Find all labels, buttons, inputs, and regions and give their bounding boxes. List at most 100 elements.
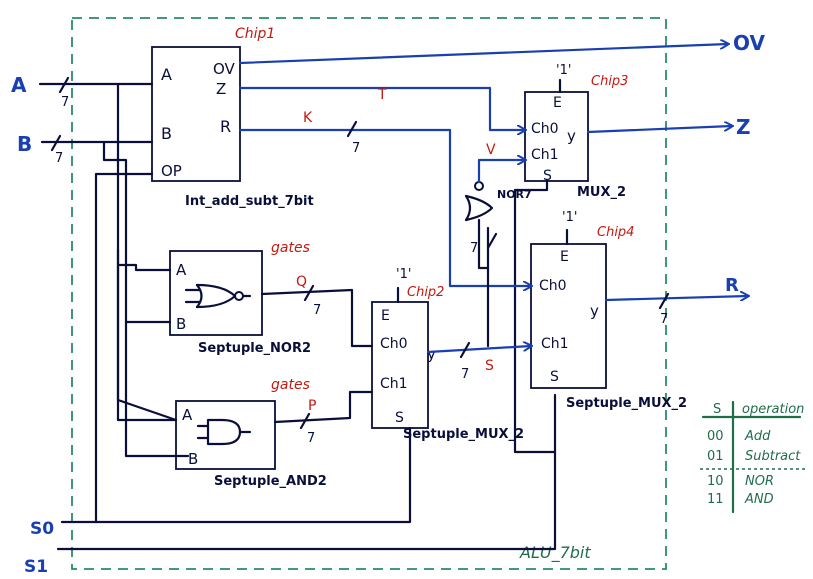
mux-r-name: Septuple_MUX_2	[566, 396, 687, 411]
signal-k: K	[303, 110, 313, 126]
bus-width-s: 7	[461, 367, 469, 382]
bus-width-b: 7	[55, 151, 63, 166]
wire-s	[426, 346, 531, 354]
op-table-row-1-op: Subtract	[745, 449, 801, 464]
mux-inner-port-ch1: Ch1	[380, 376, 408, 392]
nor2-name: Septuple_NOR2	[198, 341, 311, 356]
wire-p	[273, 390, 374, 424]
adder-block	[151, 46, 241, 182]
op-table-row-2-op: NOR	[745, 474, 774, 489]
op-table-header-s: S	[713, 402, 721, 417]
op-table-row-0-op: Add	[744, 429, 771, 444]
signal-s: S	[485, 358, 494, 374]
wire-ov	[238, 44, 728, 65]
op-table-row-1-code: 01	[707, 449, 724, 464]
alu-boundary	[71, 17, 667, 570]
mux-inner-enable: '1'	[396, 267, 411, 282]
output-ov-label: OV	[733, 31, 765, 55]
mux-r-block	[530, 243, 607, 389]
mux-r-port-ch0: Ch0	[539, 278, 567, 294]
wire-nor7-in	[477, 218, 490, 270]
wire-q	[260, 288, 374, 348]
mux-r-port-e: E	[560, 249, 569, 265]
and2-port-a: A	[182, 406, 193, 424]
op-table-row-0-code: 00	[707, 429, 724, 444]
mux-z-port-ch1: Ch1	[531, 147, 559, 163]
bus-width-nor7: 7	[470, 241, 478, 256]
adder-port-r: R	[220, 117, 231, 136]
nor2-port-a: A	[176, 261, 187, 279]
adder-port-ov: OV	[213, 60, 236, 78]
mux-z-port-e: E	[553, 95, 562, 111]
wire-b	[40, 140, 190, 458]
bus-width-k: 7	[352, 141, 360, 156]
and2-tag: gates	[271, 377, 310, 393]
output-r-label: R	[725, 275, 739, 296]
adder-chip-label: Chip1	[235, 26, 275, 42]
mux-inner-port-ch0: Ch0	[380, 336, 408, 352]
bus-slashes	[50, 76, 670, 430]
adder-port-a: A	[161, 65, 172, 84]
adder-port-z: Z	[216, 80, 226, 98]
mux-r-port-y: y	[590, 302, 599, 320]
wire-k	[238, 128, 531, 286]
mux-r-chip: Chip4	[597, 225, 634, 240]
adder-port-op: OP	[161, 162, 182, 180]
bus-width-r: 7	[660, 312, 668, 327]
and2-port-b: B	[188, 450, 198, 468]
mux-z-port-y: y	[567, 127, 576, 145]
wire-r	[604, 296, 748, 300]
mux-inner-port-e: E	[381, 308, 390, 324]
wire-a	[38, 82, 178, 422]
mux-r-port-ch1: Ch1	[541, 336, 569, 352]
mux-inner-name: Septuple_MUX_2	[403, 427, 524, 442]
mux-inner-chip: Chip2	[407, 285, 444, 300]
adder-port-b: B	[161, 124, 172, 143]
op-table-row-3-op: AND	[744, 492, 774, 507]
bus-width-q: 7	[313, 303, 321, 318]
mux-z-port-s: S	[543, 168, 552, 184]
bus-width-p: 7	[307, 431, 315, 446]
wire-a-branch	[116, 248, 178, 422]
input-a-label: A	[11, 73, 27, 97]
nor-gate-icon	[184, 283, 252, 309]
adder-name: Int_add_subt_7bit	[185, 194, 314, 209]
operation-table: S operation 00 Add 01 Subtract 10 NOR 11…	[700, 400, 808, 514]
input-s0-label: S0	[30, 519, 54, 539]
op-table-row-3-code: 11	[707, 492, 724, 507]
mux-inner-port-y: y	[427, 345, 436, 363]
op-table-header-operation: operation	[742, 402, 804, 417]
signal-p: P	[308, 398, 316, 414]
input-s1-label: S1	[24, 557, 48, 577]
op-table-row-2-code: 10	[707, 474, 724, 489]
mux-inner-port-s: S	[395, 410, 404, 426]
mux-z-enable: '1'	[556, 63, 571, 78]
bus-width-a: 7	[61, 95, 69, 110]
wire-s0	[60, 426, 412, 524]
signal-q: Q	[296, 274, 307, 290]
signal-v: V	[486, 142, 496, 158]
and-gate-icon	[196, 418, 252, 446]
and2-name: Septuple_AND2	[214, 474, 327, 489]
signal-t: T	[377, 87, 387, 103]
wire-s1-up	[513, 178, 557, 454]
enable-ticks	[396, 78, 569, 304]
mux-z-block	[524, 91, 589, 182]
mux-z-name: MUX_2	[577, 185, 626, 200]
mux-z-port-ch0: Ch0	[531, 121, 559, 137]
nor7-gate-icon	[464, 181, 494, 222]
wire-v	[477, 160, 525, 184]
mux-inner-block	[371, 301, 429, 429]
mux-r-enable: '1'	[562, 210, 577, 225]
nor2-port-b: B	[176, 315, 186, 333]
output-z-label: Z	[736, 115, 751, 139]
mux-r-port-s: S	[550, 369, 559, 385]
wire-op	[94, 172, 154, 524]
wire-z	[586, 126, 732, 134]
and2-block	[175, 400, 276, 470]
nor2-tag: gates	[271, 240, 310, 256]
wire-t	[238, 86, 525, 130]
input-b-label: B	[17, 132, 32, 156]
wire-s1	[56, 393, 557, 551]
